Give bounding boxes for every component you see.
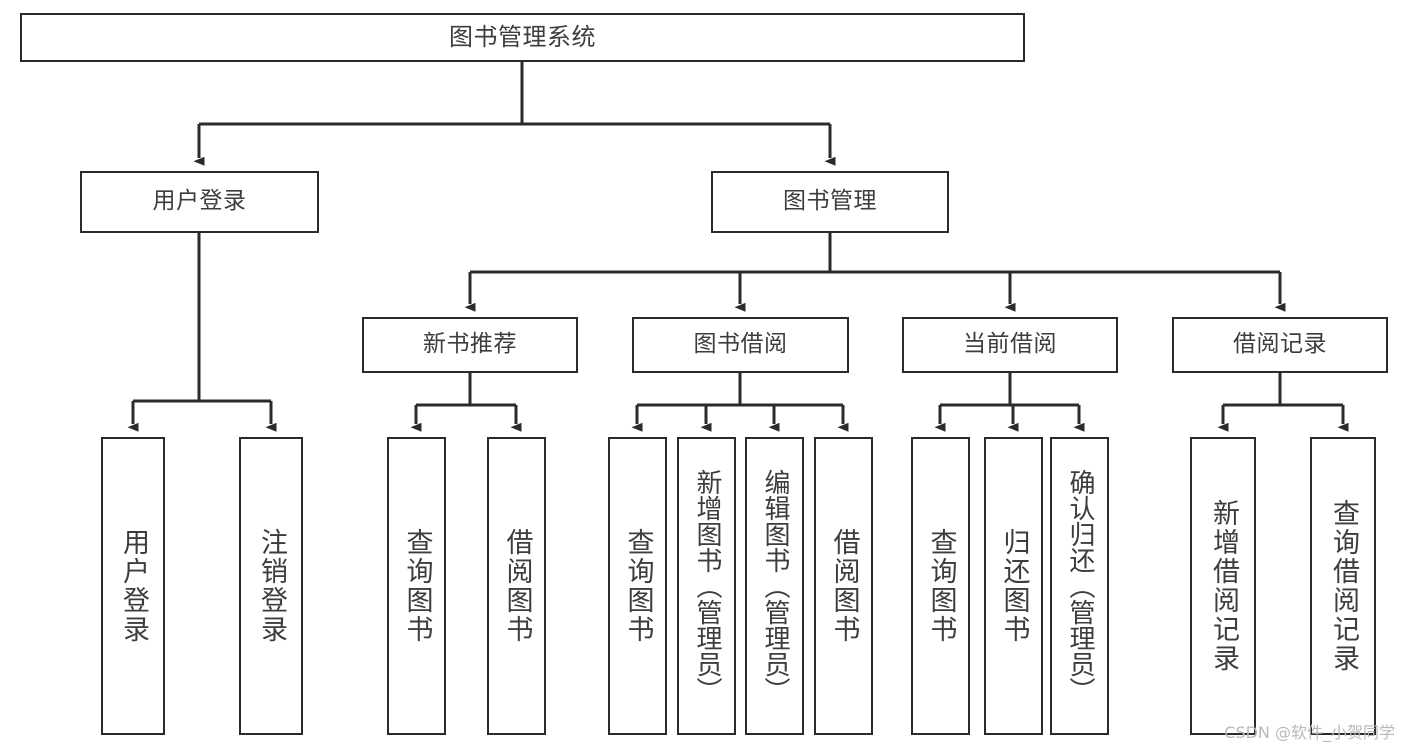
node-level2-book-management[interactable]: 图书管理 <box>711 171 949 233</box>
watermark: CSDN @软件_小贺同学 <box>1224 723 1395 742</box>
node-label: 借阅图书 <box>828 528 860 644</box>
node-label: 确认归还（管理员） <box>1065 469 1096 703</box>
node-leaf-query-book-recommend[interactable]: 查询图书 <box>387 437 446 735</box>
node-level3-borrow-record[interactable]: 借阅记录 <box>1172 317 1388 373</box>
node-label: 当前借阅 <box>963 331 1057 358</box>
node-label: 查询图书 <box>622 528 654 644</box>
node-label: 借阅图书 <box>501 528 533 644</box>
node-leaf-return-book[interactable]: 归还图书 <box>984 437 1043 735</box>
node-label: 查询图书 <box>925 528 957 644</box>
node-leaf-borrow-book[interactable]: 借阅图书 <box>814 437 873 735</box>
node-label: 查询图书 <box>401 528 433 644</box>
node-leaf-user-login[interactable]: 用户登录 <box>101 437 165 735</box>
node-level3-book-borrow[interactable]: 图书借阅 <box>632 317 849 373</box>
node-leaf-borrow-book-recommend[interactable]: 借阅图书 <box>487 437 546 735</box>
node-label: 编辑图书（管理员） <box>760 469 791 703</box>
node-leaf-query-book-current[interactable]: 查询图书 <box>911 437 970 735</box>
node-leaf-confirm-return-admin[interactable]: 确认归还（管理员） <box>1050 437 1109 735</box>
node-label: 注销登录 <box>256 528 288 644</box>
node-label: 图书管理 <box>783 188 877 215</box>
node-label: 用户登录 <box>118 528 150 644</box>
node-leaf-logout[interactable]: 注销登录 <box>239 437 303 735</box>
node-label: 图书管理系统 <box>449 23 596 52</box>
node-leaf-edit-book-admin[interactable]: 编辑图书（管理员） <box>745 437 804 735</box>
node-label: 图书借阅 <box>693 331 788 358</box>
node-leaf-query-borrow-record[interactable]: 查询借阅记录 <box>1310 437 1376 735</box>
node-leaf-add-book-admin[interactable]: 新增图书（管理员） <box>677 437 736 735</box>
node-label: 查询借阅记录 <box>1328 499 1360 673</box>
node-level2-user-login[interactable]: 用户登录 <box>80 171 319 233</box>
node-label: 借阅记录 <box>1233 331 1327 358</box>
node-leaf-query-book-borrow[interactable]: 查询图书 <box>608 437 667 735</box>
node-leaf-add-borrow-record[interactable]: 新增借阅记录 <box>1190 437 1256 735</box>
node-label: 用户登录 <box>152 188 247 215</box>
node-level3-new-book-recommend[interactable]: 新书推荐 <box>362 317 578 373</box>
node-label: 归还图书 <box>998 528 1030 644</box>
node-level3-current-borrow[interactable]: 当前借阅 <box>902 317 1118 373</box>
node-root[interactable]: 图书管理系统 <box>20 13 1025 62</box>
node-label: 新增图书（管理员） <box>692 469 723 703</box>
node-label: 新书推荐 <box>423 331 517 358</box>
node-label: 新增借阅记录 <box>1208 499 1240 673</box>
